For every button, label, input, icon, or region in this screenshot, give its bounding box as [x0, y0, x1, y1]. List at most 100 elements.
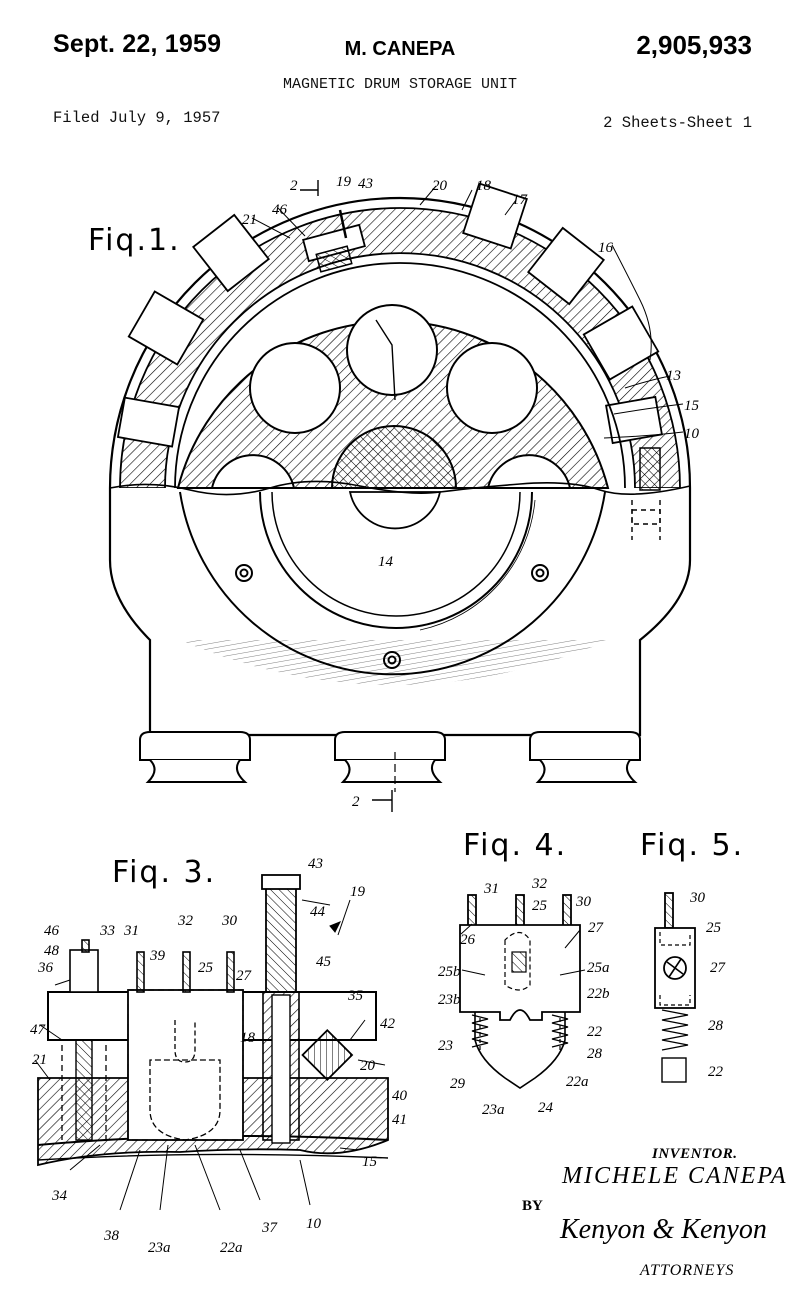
reference-numeral: 33 — [99, 923, 115, 939]
fig4-thread-right — [551, 1014, 569, 1048]
reference-numeral: 27 — [710, 960, 727, 976]
reference-numeral: 23a — [482, 1102, 505, 1118]
reference-numeral: 27 — [236, 968, 253, 984]
reference-numeral: 19 — [350, 884, 366, 900]
reference-numeral: 15 — [362, 1154, 378, 1170]
pins — [81, 939, 235, 993]
reference-numeral: 28 — [587, 1046, 603, 1062]
reference-numeral: 20 — [432, 178, 448, 194]
reference-numeral: 23 — [438, 1038, 453, 1054]
reference-numeral: 21 — [32, 1052, 47, 1068]
reference-numeral: 29 — [450, 1076, 466, 1092]
reference-numeral: 41 — [392, 1112, 407, 1128]
reference-numeral: 48 — [44, 943, 60, 959]
inventor-label: INVENTOR. — [652, 1146, 738, 1162]
reference-numeral: 31 — [123, 923, 139, 939]
figure-3 — [34, 874, 389, 1211]
reference-numeral: 31 — [483, 881, 499, 897]
reference-numeral: 23a — [148, 1240, 171, 1256]
reference-numeral: 26 — [460, 932, 476, 948]
reference-numeral: 25 — [532, 898, 548, 914]
head-slots — [116, 182, 663, 448]
fig3-label: Fiq. 3. — [112, 855, 216, 890]
patent-number: 2,905,933 — [636, 30, 752, 60]
reference-numeral: 45 — [316, 954, 332, 970]
reference-numeral: 25 — [198, 960, 214, 976]
reference-numeral: 46 — [272, 202, 288, 218]
reference-numeral: 30 — [221, 913, 238, 929]
reference-numeral: 21 — [242, 212, 257, 228]
inventor-header: M. CANEPA — [344, 38, 456, 60]
reference-numeral: 10 — [684, 426, 700, 442]
reference-numeral: 22b — [587, 986, 610, 1002]
patent-title: MAGNETIC DRUM STORAGE UNIT — [282, 76, 518, 93]
reference-numeral: 47 — [30, 1022, 47, 1038]
patent-date: Sept. 22, 1959 — [53, 30, 222, 58]
reference-numeral: 40 — [392, 1088, 408, 1104]
reference-numeral: 30 — [575, 894, 592, 910]
reference-numeral: 35 — [347, 988, 364, 1004]
sheet-number: 2 Sheets-Sheet 1 — [603, 114, 752, 132]
bolt — [235, 564, 253, 582]
reference-numeral: 34 — [51, 1188, 68, 1204]
reference-numeral: 20 — [360, 1058, 376, 1074]
base-feet — [139, 731, 641, 783]
by-label: BY — [522, 1198, 543, 1214]
reference-numeral: 36 — [37, 960, 54, 976]
reference-numeral: 22a — [566, 1074, 589, 1090]
reference-numeral: 44 — [310, 904, 326, 920]
reference-numeral: 25 — [706, 920, 722, 936]
reference-numeral: 38 — [103, 1228, 120, 1244]
figure-1 — [108, 180, 692, 812]
bolt — [383, 651, 401, 669]
drum-hub — [330, 425, 458, 489]
fig3-leaders — [34, 899, 386, 1211]
reference-numeral: 32 — [177, 913, 194, 929]
reference-numeral: 23b — [438, 992, 461, 1008]
reference-numeral: 46 — [44, 923, 60, 939]
reference-numeral: 19 — [336, 174, 352, 190]
inventor-signature: MICHELE CANEPA — [562, 1163, 788, 1189]
fig4-label: Fiq. 4. — [463, 828, 567, 863]
reference-numeral: 28 — [708, 1018, 724, 1034]
reference-numeral: 17 — [512, 192, 529, 208]
reference-numeral: 2 — [290, 178, 298, 194]
fig4-ref-numbers: 31 32 30 25 26 27 25b 25a 23b 22b 23 22 28 29 22a 23a 24 — [438, 876, 610, 1118]
reference-numeral: 32 — [531, 876, 548, 892]
fig5-label: Fiq. 5. — [640, 828, 744, 863]
fig5-thread — [661, 1009, 689, 1051]
reference-numeral: 27 — [588, 920, 605, 936]
filed-date: Filed July 9, 1957 — [53, 109, 221, 127]
reference-numeral: 37 — [261, 1220, 279, 1236]
reference-numeral: 16 — [598, 240, 614, 256]
reference-numeral: 14 — [378, 554, 394, 570]
reference-numeral: 10 — [306, 1216, 322, 1232]
reference-numeral: 22a — [220, 1240, 243, 1256]
drum-holes — [210, 304, 572, 489]
reference-numeral: 18 — [476, 178, 492, 194]
reference-numeral: 25b — [438, 964, 461, 980]
reference-numeral: 13 — [666, 368, 681, 384]
reference-numeral: 39 — [149, 948, 166, 964]
attorneys-label: ATTORNEYS — [640, 1262, 735, 1279]
reference-numeral: 42 — [380, 1016, 396, 1032]
fig1-label: Fiq.1. — [88, 223, 181, 258]
reference-numeral: 22 — [587, 1024, 603, 1040]
reference-numeral: 22 — [708, 1064, 724, 1080]
reference-numeral: 2 — [352, 794, 360, 810]
attorney-signature: Kenyon & Kenyon — [560, 1214, 767, 1245]
figure-5 — [654, 892, 696, 1083]
fig4-thread-left — [471, 1014, 489, 1048]
reference-numeral: 24 — [538, 1100, 554, 1116]
reference-numeral: 43 — [358, 176, 373, 192]
leader-lines — [251, 185, 684, 439]
reference-numeral: 43 — [308, 856, 323, 872]
figure-4 — [459, 894, 586, 1089]
reference-numeral: 30 — [689, 890, 706, 906]
screw — [265, 889, 297, 993]
reference-numeral: 25a — [587, 960, 610, 976]
